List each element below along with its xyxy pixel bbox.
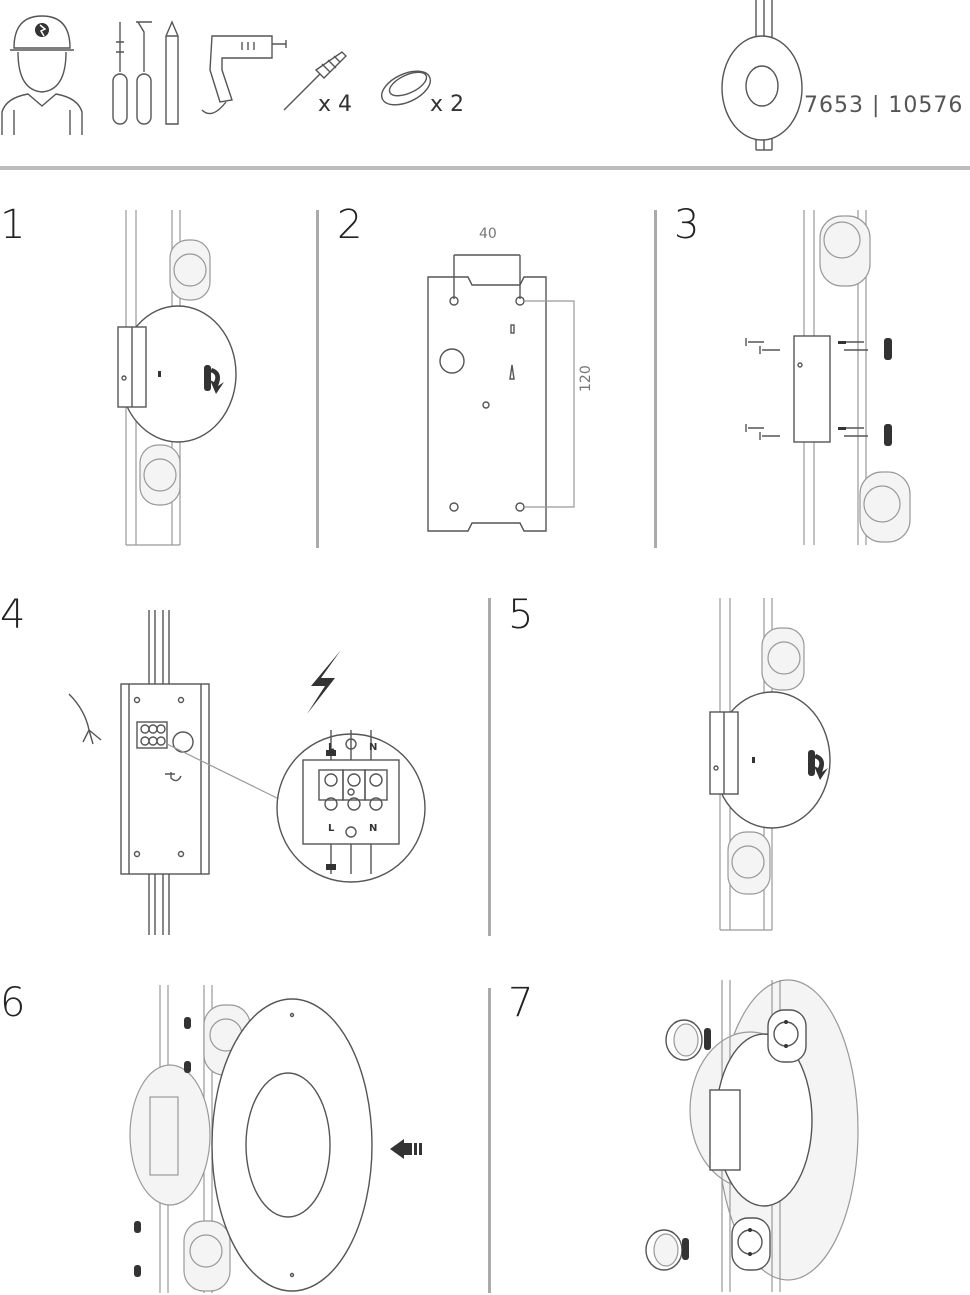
pencil-icon	[165, 20, 179, 125]
divider-6-7	[488, 988, 491, 1293]
arrow-push-icon	[390, 1139, 422, 1159]
arrow-rotate-icon	[808, 750, 828, 780]
step2-bracket-drawing	[427, 254, 575, 532]
step-number-1: 1	[0, 202, 26, 248]
end-cap-icon	[665, 1019, 711, 1061]
step7-illustration	[645, 979, 859, 1292]
lightning-icon	[307, 650, 341, 714]
step-number-7: 7	[508, 980, 534, 1026]
screwdriver-icon	[112, 21, 152, 125]
header-divider	[0, 166, 970, 170]
terminal-n-bottom: N	[369, 823, 378, 834]
divider-4-5	[488, 598, 491, 936]
step3-illustration	[745, 210, 911, 545]
step-number-4: 4	[0, 592, 26, 638]
end-cap-icon	[381, 70, 431, 106]
dimension-120: 120	[578, 365, 594, 392]
divider-2-3	[654, 210, 657, 548]
header-tools: x 4 x 2 7653 | 10576	[0, 0, 970, 165]
product-codes: 7653 | 10576	[804, 93, 964, 118]
drill-icon	[201, 35, 287, 115]
arrow-rotate-icon	[204, 365, 224, 394]
cap-quantity: x 2	[430, 92, 465, 117]
step-number-5: 5	[508, 592, 534, 638]
screw-quantity: x 4	[318, 92, 353, 117]
step5-illustration	[709, 598, 831, 931]
terminal-l-bottom: L	[328, 823, 335, 834]
step4-wiring-illustration	[68, 610, 426, 935]
end-cap-icon	[645, 1229, 689, 1271]
step6-illustration	[129, 985, 422, 1293]
step-number-3: 3	[674, 202, 700, 248]
dimension-40: 40	[479, 226, 497, 242]
wall-plug-screw-icon	[283, 51, 347, 111]
electrician-icon	[1, 15, 83, 135]
step1-illustration	[117, 210, 237, 546]
product-outline-icon	[721, 0, 803, 151]
divider-1-2	[316, 210, 319, 548]
terminal-n-top: N	[369, 742, 378, 753]
step-number-6: 6	[0, 980, 26, 1026]
step-number-2: 2	[337, 202, 363, 248]
terminal-l-top: L	[328, 742, 335, 753]
